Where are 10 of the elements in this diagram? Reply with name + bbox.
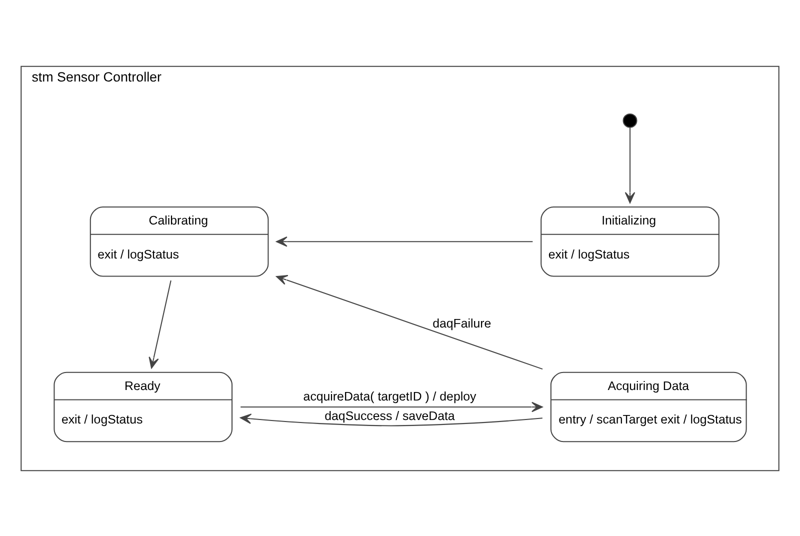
arrow [240,401,543,412]
arrow [624,126,636,203]
arrow [148,280,172,368]
edge-label: daqSuccess / saveData [324,408,455,423]
arrow [276,274,543,370]
node-circle [622,112,638,128]
arrow [276,236,533,246]
arrow [240,413,542,426]
edge-label: daqFailure [432,316,492,330]
edge-label: acquireData( targetID ) / deploy [303,388,476,403]
